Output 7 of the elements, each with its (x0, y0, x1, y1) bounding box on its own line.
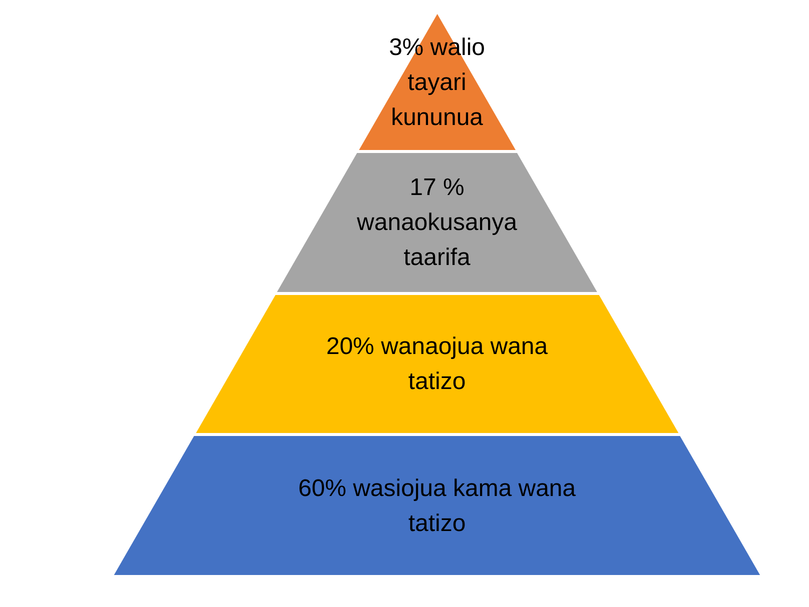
pyramid-tier (358, 14, 516, 150)
pyramid-tier (276, 153, 598, 292)
tier-label: 60% wasiojua kama wana tatizo (297, 474, 577, 538)
tier-label: 20% wanaojua wana tatizo (325, 332, 549, 397)
tier-label: 17 % wanaokusanya taarifa (356, 173, 518, 273)
pyramid-tier (114, 436, 760, 575)
pyramid-tier (196, 295, 678, 433)
